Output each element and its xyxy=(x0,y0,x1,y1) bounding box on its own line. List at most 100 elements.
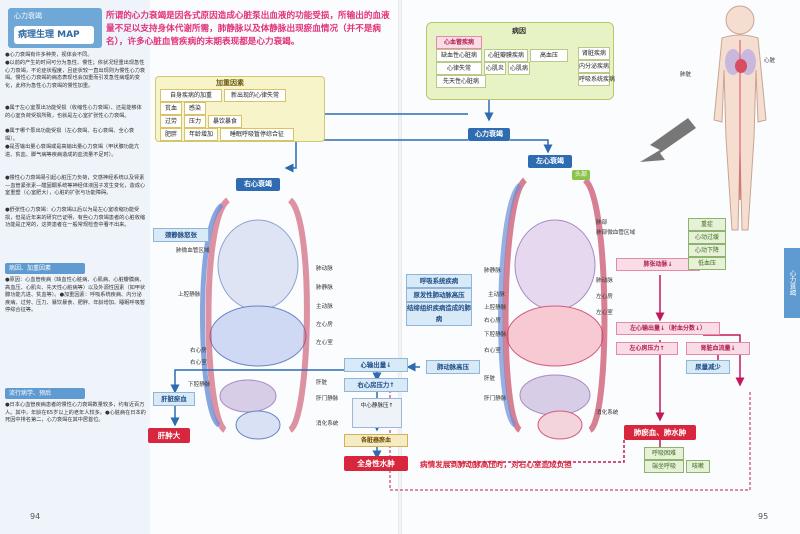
body-figure-icon xyxy=(713,5,767,231)
symptom-bottom: 呼吸困难 xyxy=(644,447,684,460)
right-atrium-label: 右心房 xyxy=(190,348,207,354)
aggravating-item: 肥胖 xyxy=(160,128,182,141)
aggravating-title: 加重因素 xyxy=(216,79,244,87)
pulm-artery-label: 肺动脉 xyxy=(316,266,333,272)
cause-item: 心律失常 xyxy=(436,62,482,75)
lungs-label: 肺部 xyxy=(596,220,608,226)
pulm-cause: 原发性肺动脉高压 xyxy=(406,288,472,302)
pulm-cause: 结缔组织疾病造成的肺病 xyxy=(406,302,472,326)
aggravating-item: 年龄增加 xyxy=(184,128,218,141)
upper-vc2-label: 上腔静脉 xyxy=(484,305,507,311)
lower-vc2-label: 下腔静脉 xyxy=(484,332,507,338)
page-number-right: 95 xyxy=(758,512,769,521)
sidebar-paragraph: ●慢性心力衰竭易引起心脏压力负荷，交感神经系统以及肾素—血管紧张素—醛固酮系统等… xyxy=(5,175,146,197)
right-ventricle-label: 右心室 xyxy=(190,360,207,366)
sidebar-paragraph: ●舒张性心力衰竭：心力衰竭以后以为是左心室收缩功能受损，但是近年来的研究已证明，… xyxy=(5,207,146,229)
portal-label: 肝门静脉 xyxy=(316,396,339,402)
sidebar-paragraph: ●是否输出量心衰竭或是高输出量心力衰竭（甲状腺功能亢进、贫血、脚气病等疾病造成的… xyxy=(5,144,140,158)
body-lung-label: 肺脏 xyxy=(680,72,692,78)
bottom-note: 病情发展到肺动脉高压时，对右心室造成负担 xyxy=(420,460,572,469)
cause-item: 心肌炎 xyxy=(484,62,506,75)
center-venous-box: 中心静脉压↑ xyxy=(352,398,402,428)
heart-failure-label: 心力衰竭 xyxy=(468,128,510,141)
left-hf-label: 左心衰竭 xyxy=(528,155,572,168)
section-heading: 流行病学、预后 xyxy=(5,388,85,399)
pulm-vein-label: 肺静脉 xyxy=(316,285,333,291)
symptom-top: 心动下降 xyxy=(688,244,726,257)
sidebar-paragraph: ●心力衰竭有许多种类，视体会不同。 xyxy=(5,52,93,58)
left-heart-circulation-diagram xyxy=(498,177,608,440)
congestion-box: 肺瘀血、肺水肿 xyxy=(624,425,696,440)
liver-congestion-box: 肝脏瘀血 xyxy=(153,392,195,406)
section-text: ●原因：心血管疾病（缺血性心脏病、心肌病、心脏瓣膜病、高血压、心肌炎、先天性心脏… xyxy=(5,277,146,314)
aggravating-item: 自身疾病的加重 xyxy=(160,89,222,102)
aggravating-item: 新出现的心律失常 xyxy=(224,89,286,102)
causes-subtitle: 心血管疾病 xyxy=(436,36,482,49)
cause-other: 呼吸系统疾病 xyxy=(578,73,615,86)
section-text: ●日本心血管疾病患者的慢性心力衰竭数量较多，约有近百万人。其中，年龄在65岁以上… xyxy=(5,402,146,424)
right-atrium2-label: 右心房 xyxy=(484,318,501,324)
cause-other: 肾脏疾病 xyxy=(578,47,610,60)
causes-title: 病因 xyxy=(512,27,526,35)
symptom-top: 低血压 xyxy=(688,257,726,270)
lung-micro-label: 肺微血管区域 xyxy=(176,248,210,254)
cause-item: 高血压 xyxy=(530,49,568,62)
aggravating-item: 压力 xyxy=(184,115,206,128)
pulm-vein2-label: 肺静脉 xyxy=(484,268,501,274)
chapter-badge: 心力衰竭 病理生理 MAP xyxy=(8,8,102,48)
cause-item: 缺血性心脏病 xyxy=(436,49,482,62)
ra-pressure-box: 右心房压力↑ xyxy=(344,378,408,392)
left-output-box: 左心输出量↓（射血分数↓） xyxy=(616,322,720,335)
intro-text: 所谓的心力衰竭是因各式原因造成心脏泵出血液的功能受损，所输出的血液量不足以支持身… xyxy=(106,11,390,47)
digestive2-label: 消化系统 xyxy=(596,410,619,416)
aggravating-item: 贫血 xyxy=(160,102,182,115)
liver-label: 肝脏 xyxy=(316,380,328,386)
urine-down-box: 尿量减少 xyxy=(686,360,730,374)
digestive-label: 消化系统 xyxy=(316,421,339,427)
pulm-artery2-label: 肺动脉 xyxy=(596,278,613,284)
body-heart-label: 心脏 xyxy=(764,58,776,64)
symptom-top: 心动过缓 xyxy=(688,231,726,244)
cause-other: 内分泌疾病 xyxy=(578,60,610,73)
lung-micro2-label: 肺部微血管区域 xyxy=(596,230,636,236)
cause-item: 心脏瓣膜疾病 xyxy=(484,49,528,62)
section-heading: 病因、加重因素 xyxy=(5,263,85,274)
right-ventricle2-label: 右心室 xyxy=(484,348,501,354)
head-label: 头部 xyxy=(572,170,591,180)
cause-item: 先天性心脏病 xyxy=(436,75,486,88)
renal-box: 各脏器瘀血 xyxy=(344,434,408,447)
pulm-hypertension-box: 肺动脉高压 xyxy=(426,360,480,374)
portal2-label: 肝门静脉 xyxy=(484,396,507,402)
left-atrium2-label: 左心房 xyxy=(596,294,613,300)
liver2-label: 肝脏 xyxy=(484,376,496,382)
upper-vc-label: 上腔静脉 xyxy=(178,292,201,298)
aggravating-item: 过劳 xyxy=(160,115,182,128)
symptom-bottom: 端坐呼吸 xyxy=(644,460,684,473)
pulm-cause: 呼吸系统疾病 xyxy=(406,274,472,288)
left-ventricle2-label: 左心室 xyxy=(596,310,613,316)
left-atrium-label: 左心房 xyxy=(316,322,333,328)
aggravating-item: 睡眠呼吸暂停综合征 xyxy=(220,128,294,141)
chapter-side-tab: 心力衰竭 xyxy=(784,248,800,318)
right-heart-circulation-diagram xyxy=(200,197,310,440)
symptom-bottom: 咳嗽 xyxy=(686,460,710,473)
sidebar-paragraph: ●以前的产生的时间可分为急性、慢性；依状况轻重出现急性心力衰竭，不论症状程度，且… xyxy=(5,60,146,89)
lower-vc-label: 下腔静脉 xyxy=(188,382,211,388)
liver-big-box: 肝肿大 xyxy=(148,428,190,443)
right-hf-label: 右心衰竭 xyxy=(236,178,280,191)
book-spine xyxy=(398,0,402,534)
edema-box: 全身性水肿 xyxy=(344,456,408,471)
la-pressure-box: 左心房压力↑ xyxy=(616,342,678,355)
map-title: 病理生理 MAP xyxy=(14,26,94,44)
sidebar-paragraph: ●属于哪个泵出功能受损（左心衰竭、右心衰竭、全心衰竭）。 xyxy=(5,128,135,142)
aorta2-label: 主动脉 xyxy=(488,292,505,298)
aorta-label: 主动脉 xyxy=(316,304,333,310)
chapter-label: 心力衰竭 xyxy=(14,12,42,20)
left-ventricle-label: 左心室 xyxy=(316,340,333,346)
right-output-box: 心输出量↓ xyxy=(344,358,408,372)
renal-down-box: 肾脏血流量↓ xyxy=(686,342,750,355)
aggravating-item: 感染 xyxy=(184,102,206,115)
aggravating-item: 暴饮暴食 xyxy=(208,115,242,128)
